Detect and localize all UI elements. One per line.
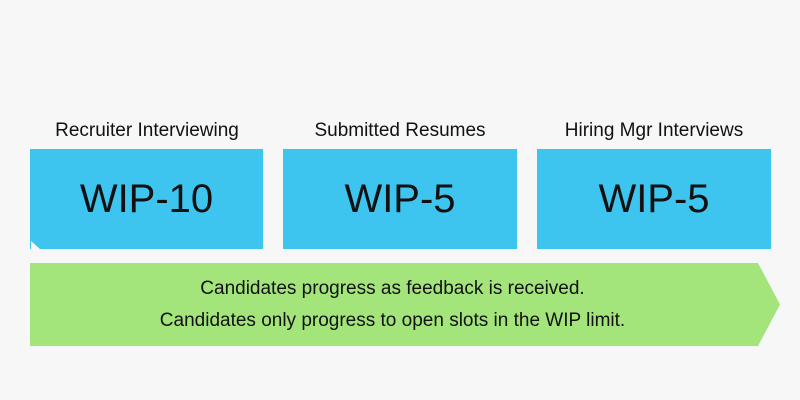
flow-caption-line-1: Candidates progress as feedback is recei… bbox=[200, 277, 585, 299]
wip-limit-hiring: WIP-5 bbox=[598, 176, 710, 221]
wip-box-hiring: WIP-5 bbox=[537, 149, 771, 249]
wip-limit-recruiter: WIP-10 bbox=[79, 176, 214, 221]
flow-arrow-shape bbox=[30, 263, 780, 346]
stage-label-hiring: Hiring Mgr Interviews bbox=[564, 120, 744, 141]
flow-caption-line-2: Candidates only progress to open slots i… bbox=[159, 309, 626, 331]
flow-caption: Candidates progress as feedback is recei… bbox=[30, 263, 755, 346]
stage-label-recruiter: Recruiter Interviewing bbox=[55, 120, 239, 141]
flow-arrow bbox=[30, 263, 780, 346]
box-corner-notch bbox=[31, 241, 40, 249]
wip-box-recruiter: WIP-10 bbox=[30, 149, 263, 249]
wip-limit-submitted: WIP-5 bbox=[344, 176, 456, 221]
wip-box-submitted: WIP-5 bbox=[283, 149, 517, 249]
stage-label-submitted: Submitted Resumes bbox=[314, 120, 486, 141]
